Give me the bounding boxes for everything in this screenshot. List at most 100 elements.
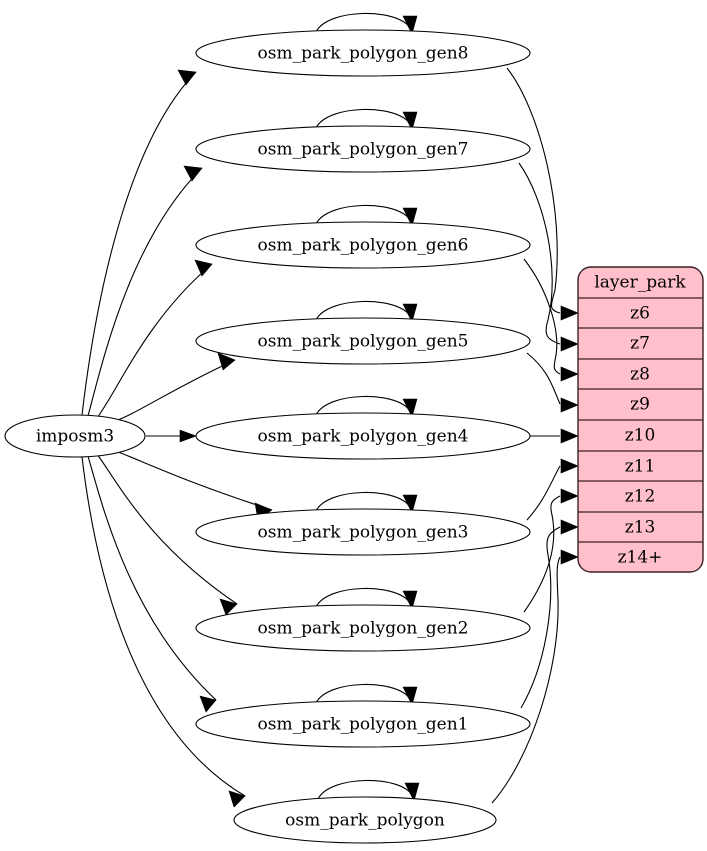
layer-park-row-z11[interactable]: z11 (625, 457, 656, 477)
self-loop-arrowhead-gen6 (402, 207, 418, 227)
node-gen5[interactable]: osm_park_polygon_gen5 (195, 317, 531, 365)
layer-park-table[interactable]: layer_park z6 z7 z8 z9 z10 z11 z12 z13 z… (577, 266, 704, 573)
arrowhead-z6 (560, 305, 579, 321)
edge-gen2-to-z12 (523, 495, 561, 613)
self-loop-arrowhead-gen2 (402, 590, 418, 610)
self-loop-gen5 (315, 300, 411, 321)
arrowhead-z7 (560, 336, 579, 352)
self-loop-gen4 (315, 395, 411, 416)
edge-imposm3-to-gen2 (96, 453, 238, 605)
arrowhead-z9 (560, 397, 579, 413)
node-gen2[interactable]: osm_park_polygon_gen2 (195, 604, 531, 652)
layer-edge-arrowheads (560, 305, 579, 565)
gen2-label: osm_park_polygon_gen2 (258, 619, 469, 639)
gen7-label: osm_park_polygon_gen7 (258, 140, 469, 160)
layer-park-outline (577, 266, 704, 573)
arrowhead-z11 (560, 458, 579, 474)
arrowhead-gen1 (199, 695, 217, 713)
layer-edges-group (491, 67, 561, 804)
self-loop-gen1 (315, 683, 411, 704)
layer-park-row-z12[interactable]: z12 (625, 487, 656, 507)
edge-gen7-to-z7 (518, 162, 561, 345)
layer-park-row-z6[interactable]: z6 (630, 304, 650, 324)
gen8-label: osm_park_polygon_gen8 (258, 44, 469, 64)
gen3-label: osm_park_polygon_gen3 (258, 523, 469, 543)
gen5-label: osm_park_polygon_gen5 (258, 332, 469, 352)
arrowhead-z14 (560, 549, 579, 565)
arrowhead-gen4 (179, 429, 197, 443)
gen6-label: osm_park_polygon_gen6 (258, 236, 469, 256)
layer-park-header-label: layer_park (594, 273, 686, 293)
gen7-ellipse[interactable] (195, 125, 531, 173)
source-edges-group (81, 71, 273, 797)
source-edge-arrowheads (177, 69, 273, 808)
edge-base-to-z14 (491, 556, 561, 804)
self-loops-group (315, 12, 420, 802)
edge-imposm3-to-gen7 (87, 167, 203, 417)
gen6-ellipse[interactable] (195, 221, 531, 269)
self-loop-arrowhead-gen3 (402, 494, 418, 514)
gen2-ellipse[interactable] (195, 604, 531, 652)
gen1-ellipse[interactable] (195, 700, 531, 748)
self-loop-gen3 (315, 491, 411, 512)
edge-gen5-to-z9 (526, 352, 561, 405)
arrowhead-gen7 (183, 165, 203, 182)
layer-park-row-z13[interactable]: z13 (625, 518, 656, 538)
self-loop-gen2 (315, 587, 411, 608)
self-loop-arrowhead-gen5 (402, 303, 418, 323)
arrowhead-z12 (560, 488, 579, 504)
node-gen7[interactable]: osm_park_polygon_gen7 (195, 125, 531, 173)
imposm3-label: imposm3 (36, 427, 114, 447)
gen5-ellipse[interactable] (195, 317, 531, 365)
layer-park-row-z14[interactable]: z14+ (618, 548, 663, 568)
layer-park-row-z7[interactable]: z7 (630, 334, 650, 354)
gen3-ellipse[interactable] (195, 508, 531, 556)
gen4-label: osm_park_polygon_gen4 (258, 427, 469, 447)
self-loop-arrowhead-gen7 (402, 111, 418, 131)
arrowhead-z8 (560, 366, 579, 382)
self-loop-arrowhead-gen4 (402, 398, 418, 418)
arrowhead-gen2 (219, 598, 238, 616)
imposm3-ellipse[interactable] (4, 414, 146, 458)
self-loop-gen8 (315, 12, 411, 33)
layer-park-row-z10[interactable]: z10 (625, 426, 656, 446)
node-gen3[interactable]: osm_park_polygon_gen3 (195, 508, 531, 556)
node-gen1[interactable]: osm_park_polygon_gen1 (195, 700, 531, 748)
edge-imposm3-to-gen1 (87, 455, 217, 701)
self-loop-arrowhead-base (404, 782, 420, 802)
arrowhead-base (228, 790, 246, 808)
arrowhead-z10 (560, 428, 579, 444)
layer-park-row-z8[interactable]: z8 (630, 365, 650, 385)
layer-park-row-separators (578, 297, 703, 543)
layer-park-row-z9[interactable]: z9 (630, 395, 650, 415)
edge-gen8-to-z6 (506, 67, 561, 314)
base-label: osm_park_polygon (285, 811, 445, 831)
edge-imposm3-to-gen3 (112, 449, 273, 511)
node-gen4[interactable]: osm_park_polygon_gen4 (195, 412, 531, 460)
arrowhead-gen8 (177, 69, 197, 86)
edge-gen1-to-z13 (520, 526, 561, 709)
arrowhead-gen5 (217, 352, 236, 371)
edge-imposm3-to-gen6 (96, 263, 213, 419)
self-loop-gen6 (315, 204, 411, 225)
base-ellipse[interactable] (233, 796, 497, 844)
node-gen6[interactable]: osm_park_polygon_gen6 (195, 221, 531, 269)
self-loop-arrowhead-gen1 (402, 686, 418, 706)
gen4-ellipse[interactable] (195, 412, 531, 460)
node-gen8[interactable]: osm_park_polygon_gen8 (195, 29, 531, 77)
edge-imposm3-to-gen8 (81, 71, 197, 416)
arrowhead-gen6 (194, 259, 213, 277)
node-base[interactable]: osm_park_polygon (233, 796, 497, 844)
gen1-label: osm_park_polygon_gen1 (258, 715, 469, 735)
node-imposm3[interactable]: imposm3 (4, 414, 146, 458)
edge-imposm3-to-gen5 (112, 359, 236, 423)
edge-gen6-to-z8 (523, 258, 561, 375)
self-loop-base (317, 779, 413, 800)
self-loop-gen7 (315, 108, 411, 129)
gen8-ellipse[interactable] (195, 29, 531, 77)
edge-imposm3-to-base (81, 456, 246, 797)
self-loop-arrowhead-gen8 (402, 15, 418, 35)
edge-gen3-to-z11 (526, 465, 561, 521)
